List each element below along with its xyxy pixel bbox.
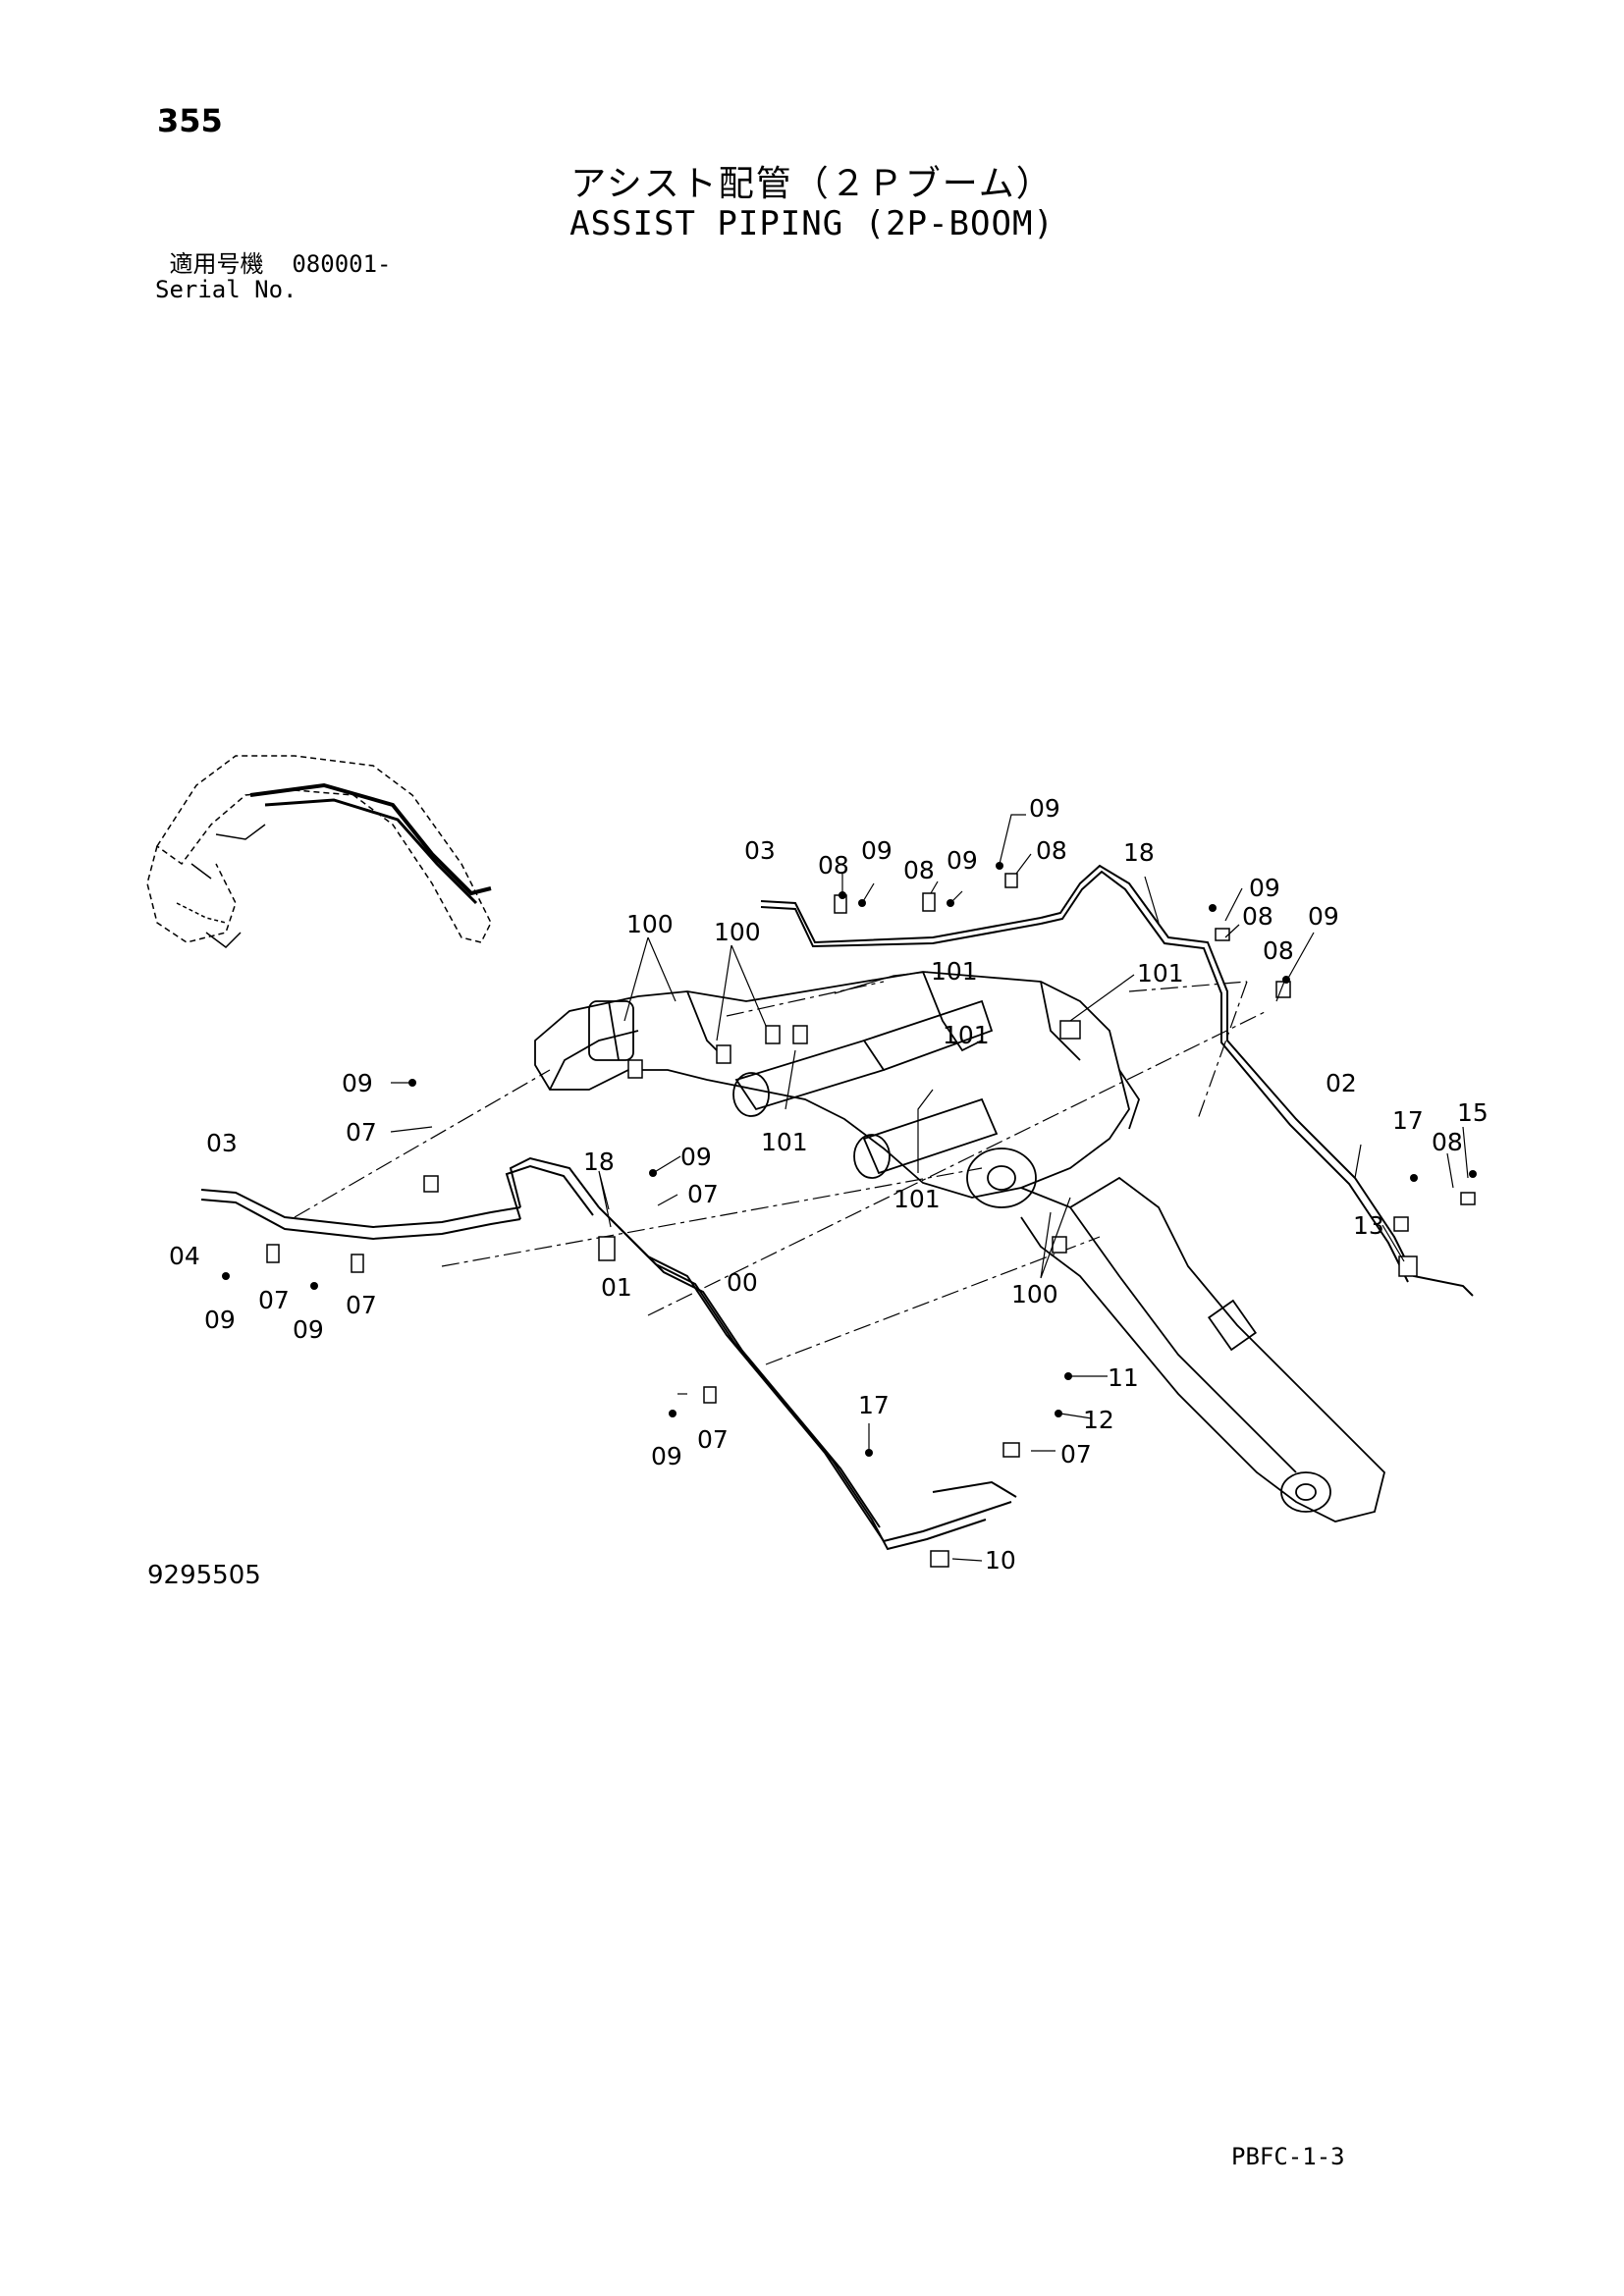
callout-08-right-a: 08 xyxy=(1242,902,1273,931)
callout-10-lower: 10 xyxy=(985,1546,1016,1575)
drawing-number: 9295505 xyxy=(147,1561,261,1590)
callout-08-right-c: 08 xyxy=(1432,1128,1463,1156)
page-title-japanese: アシスト配管（２Ｐブーム） xyxy=(570,164,1054,204)
callout-13-right: 13 xyxy=(1353,1211,1384,1240)
page-title-english: ASSIST PIPING (2P-BOOM) xyxy=(569,204,1055,243)
callout-101-a: 101 xyxy=(931,957,978,986)
serial-info: 適用号機 080001- Serial No. xyxy=(155,251,392,302)
callout-17-lower: 17 xyxy=(858,1391,890,1419)
callout-07-lower-b: 07 xyxy=(697,1425,729,1454)
callout-07-lower-a: 07 xyxy=(1060,1440,1092,1468)
page-code: PBFC-1-3 xyxy=(1231,2143,1345,2170)
serial-label-japanese: 適用号機 xyxy=(169,250,264,278)
callout-labels: 09 08 03 08 09 08 09 18 09 08 09 08 100 … xyxy=(169,794,1489,1575)
callout-09-lower: 09 xyxy=(651,1442,682,1470)
boom-structure xyxy=(534,971,1385,1522)
callout-12-lower: 12 xyxy=(1083,1406,1114,1434)
pipe-lines xyxy=(200,864,1474,1551)
callout-07-left-a: 07 xyxy=(346,1118,377,1147)
reference-lines xyxy=(294,981,1268,1365)
callout-07-left-b: 07 xyxy=(258,1286,290,1314)
callout-09-right-a: 09 xyxy=(1249,874,1280,902)
callout-101-e: 101 xyxy=(893,1185,941,1213)
page-number: 355 xyxy=(157,102,223,139)
callout-08-top: 08 xyxy=(1036,836,1067,865)
callout-04-left: 04 xyxy=(169,1242,200,1270)
callout-03-left: 03 xyxy=(206,1129,238,1157)
callout-09-left-b: 09 xyxy=(204,1306,236,1334)
serial-value: 080001- xyxy=(292,250,392,278)
callout-08-right-b: 08 xyxy=(1263,936,1294,965)
callout-101-c: 101 xyxy=(943,1021,990,1049)
callout-09-right-b: 09 xyxy=(1308,902,1339,931)
callout-09-left-a: 09 xyxy=(342,1069,373,1097)
callout-100-c: 100 xyxy=(1011,1280,1058,1308)
callout-17-right: 17 xyxy=(1392,1106,1424,1135)
callout-07-mid: 07 xyxy=(687,1180,719,1208)
callout-09-upper-b: 09 xyxy=(947,846,978,875)
callout-01-mid: 01 xyxy=(601,1273,632,1302)
callout-08-upper-a: 08 xyxy=(818,851,849,880)
callout-18-mid: 18 xyxy=(583,1148,615,1176)
callout-100-b: 100 xyxy=(714,918,761,946)
callout-08-upper-b: 08 xyxy=(903,856,935,884)
excavator-thumbnail xyxy=(146,755,492,948)
callout-09-mid: 09 xyxy=(680,1143,712,1171)
callout-00-mid: 00 xyxy=(727,1268,758,1297)
callout-100-a: 100 xyxy=(626,910,674,938)
callout-11-lower: 11 xyxy=(1108,1363,1139,1392)
serial-row-jp: 適用号機 080001- xyxy=(155,250,392,278)
callout-09-upper-a: 09 xyxy=(861,836,893,865)
callout-09-top: 09 xyxy=(1029,794,1060,823)
serial-label-english: Serial No. xyxy=(155,276,298,303)
callout-101-b: 101 xyxy=(1137,959,1184,988)
bolt-dots xyxy=(222,862,1477,1457)
callout-09-left-c: 09 xyxy=(293,1315,324,1344)
callout-15-right: 15 xyxy=(1457,1098,1489,1127)
callout-02-right: 02 xyxy=(1326,1069,1357,1097)
fittings xyxy=(266,873,1476,1568)
callout-03-upper: 03 xyxy=(744,836,776,865)
leader-lines xyxy=(390,814,1469,1562)
callout-07-left-c: 07 xyxy=(346,1291,377,1319)
callout-18-upper: 18 xyxy=(1123,838,1155,867)
callout-101-d: 101 xyxy=(761,1128,808,1156)
